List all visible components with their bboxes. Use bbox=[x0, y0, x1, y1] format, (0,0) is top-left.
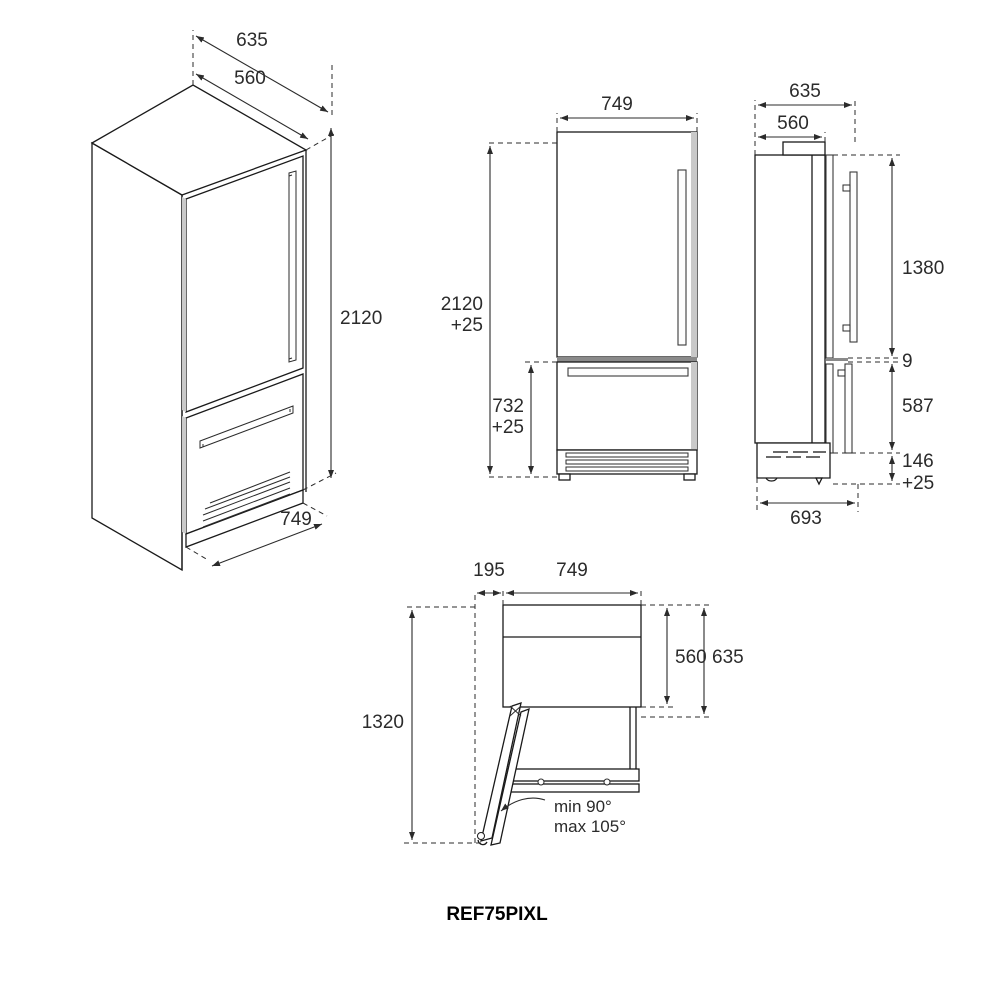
side-lower-handle bbox=[837, 363, 853, 454]
side-foot-right bbox=[814, 477, 824, 486]
isometric-view: 635 560 2120 749 bbox=[90, 30, 382, 572]
plan-door-panel-open bbox=[507, 768, 640, 782]
side-dim-9-label: 9 bbox=[902, 351, 913, 372]
iso-vent-grille bbox=[202, 471, 291, 528]
plan-dim-depth-outer: 635 bbox=[641, 604, 744, 718]
plan-note-min-angle: min 90° bbox=[554, 797, 612, 816]
side-dim-lower-height: 587 bbox=[833, 364, 934, 454]
plan-dim-560-label: 560 bbox=[675, 647, 707, 668]
plan-door-hinge-lower bbox=[477, 832, 485, 840]
front-dim-732-tolerance: +25 bbox=[492, 417, 524, 438]
iso-drawer-handle bbox=[199, 405, 294, 449]
iso-lower-drawer-edge bbox=[182, 416, 186, 534]
front-drawer bbox=[556, 361, 698, 451]
side-dim-depth-outer: 635 bbox=[754, 81, 856, 155]
plan-dim-width: 749 bbox=[506, 560, 642, 605]
plan-dim-195-label: 195 bbox=[473, 560, 505, 581]
side-lower-door-panel bbox=[825, 363, 834, 454]
iso-dim-width: 749 bbox=[185, 502, 328, 567]
front-dim-height: 2120 +25 bbox=[441, 142, 557, 478]
iso-dim-560-label: 560 bbox=[234, 68, 266, 89]
plan-note-max-angle: max 105° bbox=[554, 817, 626, 836]
side-dim-693-label: 693 bbox=[790, 508, 822, 529]
plan-door-panel-open-2 bbox=[509, 783, 640, 793]
plan-dim-1320-label: 1320 bbox=[362, 712, 404, 733]
iso-dim-height: 2120 bbox=[302, 128, 382, 491]
plan-door-leaf-2 bbox=[490, 707, 530, 846]
side-upper-door-panel bbox=[825, 154, 834, 359]
front-dim-732-label: 732 bbox=[492, 396, 524, 417]
side-dim-base-height: 146 +25 bbox=[833, 451, 934, 494]
front-foot-right bbox=[683, 473, 696, 481]
plan-dim-635-label: 635 bbox=[712, 647, 744, 668]
plan-dim-swing-depth: 1320 bbox=[362, 606, 481, 844]
front-divider-band bbox=[557, 357, 697, 362]
front-drawer-right-edge bbox=[691, 362, 697, 450]
front-dim-2120-label: 2120 bbox=[441, 294, 483, 315]
side-view: 635 560 1380 9 587 bbox=[754, 81, 944, 529]
side-top-rail bbox=[782, 141, 826, 156]
side-dim-146-tolerance: +25 bbox=[902, 473, 934, 494]
iso-dim-2120-label: 2120 bbox=[340, 308, 382, 329]
front-foot-left bbox=[558, 473, 571, 481]
side-dim-635-label: 635 bbox=[789, 81, 821, 102]
side-gap-band bbox=[826, 358, 848, 361]
plan-hinge-mark-b bbox=[509, 705, 522, 717]
side-dim-560-label: 560 bbox=[777, 113, 809, 134]
plan-dim-door-offset: 195 bbox=[473, 560, 505, 843]
front-dim-2120-tolerance: +25 bbox=[451, 315, 483, 336]
side-dim-base-depth: 693 bbox=[756, 478, 859, 529]
front-drawer-handle bbox=[567, 367, 689, 377]
iso-upper-door-edge bbox=[182, 197, 186, 412]
plan-dim-749-label: 749 bbox=[556, 560, 588, 581]
plan-hinge-pin-a bbox=[537, 778, 545, 786]
iso-left-face bbox=[91, 141, 183, 572]
side-dim-1380-label: 1380 bbox=[902, 258, 944, 279]
side-dim-gap: 9 bbox=[848, 351, 913, 372]
side-dim-upper-height: 1380 bbox=[833, 154, 944, 356]
side-foot-left bbox=[765, 477, 778, 482]
front-dim-drawer-height: 732 +25 bbox=[492, 361, 557, 478]
model-label: REF75PIXL bbox=[446, 904, 548, 925]
plan-view: min 90° max 105° 195 749 560 63 bbox=[362, 560, 744, 846]
iso-dim-749-label: 749 bbox=[280, 509, 312, 530]
front-upper-handle bbox=[677, 169, 687, 346]
iso-dim-depth-inner: 560 bbox=[192, 68, 309, 140]
front-view: 749 2120 +25 732 +25 bbox=[441, 94, 698, 481]
side-dim-depth-inner: 560 bbox=[754, 113, 826, 155]
plan-hinge-pin-b bbox=[603, 778, 611, 786]
side-dim-146-label: 146 bbox=[902, 451, 934, 472]
plan-door-tip bbox=[477, 839, 488, 846]
side-dim-587-label: 587 bbox=[902, 396, 934, 417]
front-upper-door bbox=[556, 131, 698, 358]
side-carcass bbox=[754, 154, 826, 444]
front-dim-width: 749 bbox=[556, 94, 698, 132]
iso-upper-handle bbox=[288, 170, 297, 363]
side-base-vents bbox=[766, 451, 826, 458]
plan-swing-arrow bbox=[500, 797, 546, 812]
iso-upper-door bbox=[185, 155, 304, 413]
front-dim-749-label: 749 bbox=[601, 94, 633, 115]
side-upper-handle bbox=[842, 171, 858, 343]
iso-dim-635-label: 635 bbox=[236, 30, 268, 51]
side-base-compartment bbox=[756, 442, 831, 479]
front-vent-grille bbox=[565, 452, 689, 472]
front-upper-door-right-edge bbox=[691, 132, 697, 357]
plan-cabinet-footprint bbox=[502, 604, 642, 708]
